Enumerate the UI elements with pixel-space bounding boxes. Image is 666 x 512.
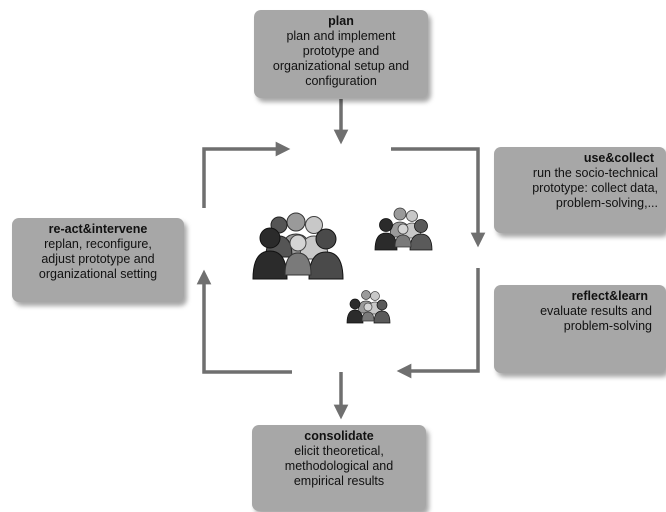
react-intervene-box: re-act&intervene replan, reconfigure, ad…	[12, 218, 184, 302]
small-people-group-icon	[346, 290, 391, 324]
arrow-bottom-right	[396, 268, 480, 379]
arrow-top-right	[391, 147, 486, 248]
plan-description: plan and implement prototype and organiz…	[272, 29, 410, 88]
use-collect-box: use&collect run the socio-technical prot…	[494, 147, 666, 233]
plan-box: plan plan and implement prototype and or…	[254, 10, 428, 98]
react-intervene-description: replan, reconfigure, adjust prototype an…	[38, 237, 158, 281]
use-collect-description: run the socio-technical prototype: colle…	[532, 166, 658, 210]
consolidate-box: consolidate elicit theoretical, methodol…	[252, 425, 426, 511]
reflect-learn-box: reflect&learn evaluate results and probl…	[494, 285, 666, 373]
use-collect-title: use&collect	[583, 151, 654, 165]
reflect-learn-title: reflect&learn	[571, 289, 648, 303]
consolidate-title: consolidate	[304, 429, 374, 443]
plan-title: plan	[328, 14, 354, 28]
large-people-group-icon	[252, 212, 344, 280]
reflect-learn-description: evaluate results and problem-solving	[540, 304, 652, 333]
arrow-top-left	[202, 141, 291, 208]
consolidate-description: elicit theoretical, methodological and e…	[284, 444, 394, 488]
arrow-bottom-left	[196, 269, 292, 374]
react-intervene-title: re-act&intervene	[48, 222, 148, 236]
medium-people-group-icon	[374, 207, 433, 251]
